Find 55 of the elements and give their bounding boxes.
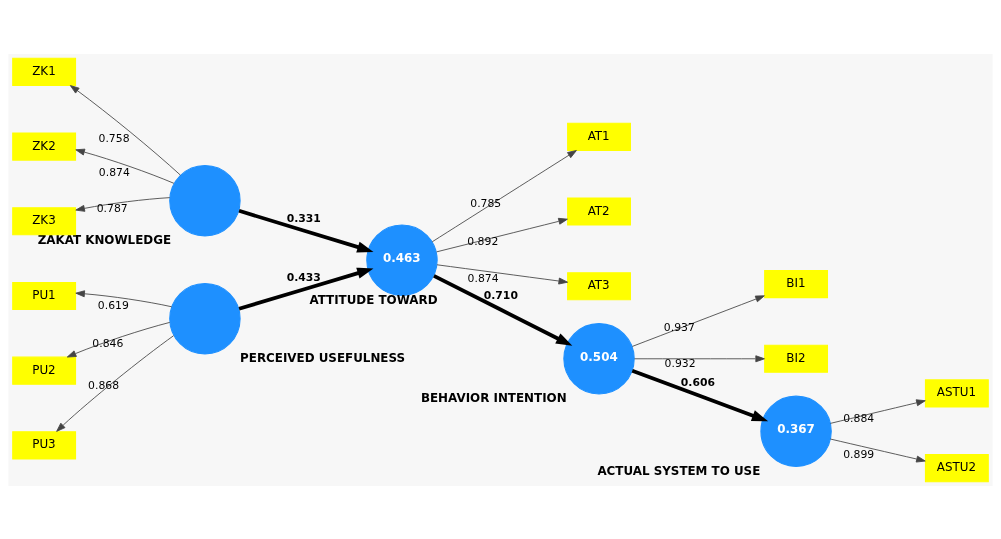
arrow	[634, 354, 765, 362]
edge-label: 0.787	[96, 201, 128, 215]
edge-label: 0.785	[470, 196, 502, 210]
arrow	[431, 149, 577, 242]
node-box: AT2	[567, 196, 631, 226]
edge-label: 0.892	[467, 234, 499, 248]
edge-label: 0.846	[92, 336, 124, 350]
arrow	[436, 263, 568, 284]
arrow	[56, 334, 175, 432]
node-circle: 0.367	[760, 395, 832, 467]
node-box: BI2	[764, 344, 828, 373]
arrow	[631, 294, 765, 347]
node-box: ZK2	[12, 132, 77, 161]
edge-label: 0.884	[843, 411, 875, 425]
node-box: ASTU2	[924, 453, 989, 482]
arrow	[436, 217, 568, 252]
arrow	[829, 438, 926, 462]
arrow	[433, 273, 573, 346]
edge-label: 0.899	[843, 447, 875, 461]
node-box: AT1	[567, 122, 631, 151]
arrow	[75, 196, 171, 212]
edge-label: 0.710	[483, 288, 518, 302]
edge-label: 0.433	[286, 270, 321, 284]
edge-label: 0.331	[286, 211, 321, 225]
node-circle	[169, 164, 241, 236]
node-box: ASTU1	[924, 378, 989, 407]
node-box: PU3	[12, 430, 77, 459]
arrow	[238, 208, 374, 253]
edge-label: 0.932	[664, 356, 696, 370]
arrow	[66, 321, 171, 357]
edge-label: 0.874	[467, 271, 499, 285]
node-label: PERCEIVED USEFULNESS	[240, 350, 406, 365]
edge-label: 0.874	[98, 165, 130, 179]
node-box: PU2	[12, 356, 77, 385]
edge-label: 0.937	[663, 320, 695, 334]
node-box: ZK1	[12, 57, 77, 86]
edge-label: 0.606	[680, 375, 715, 389]
node-label: ZAKAT KNOWLEDGE	[37, 232, 172, 247]
node-box: PU1	[12, 281, 77, 310]
arrow	[829, 398, 926, 424]
arrow	[75, 289, 173, 307]
arrow	[631, 368, 769, 421]
edge-label: 0.619	[97, 298, 129, 312]
arrow	[69, 84, 181, 175]
arrow	[75, 148, 175, 184]
node-box: ZK3	[12, 206, 77, 235]
node-circle: 0.504	[563, 322, 635, 394]
edge-label: 0.758	[98, 131, 130, 145]
node-label: ACTUAL SYSTEM TO USE	[597, 463, 761, 478]
edge-label: 0.868	[88, 378, 120, 392]
node-circle: 0.463	[366, 224, 438, 296]
node-box: AT3	[567, 271, 631, 300]
node-box: BI1	[764, 269, 828, 298]
arrow	[238, 267, 374, 311]
node-circle	[169, 282, 241, 354]
